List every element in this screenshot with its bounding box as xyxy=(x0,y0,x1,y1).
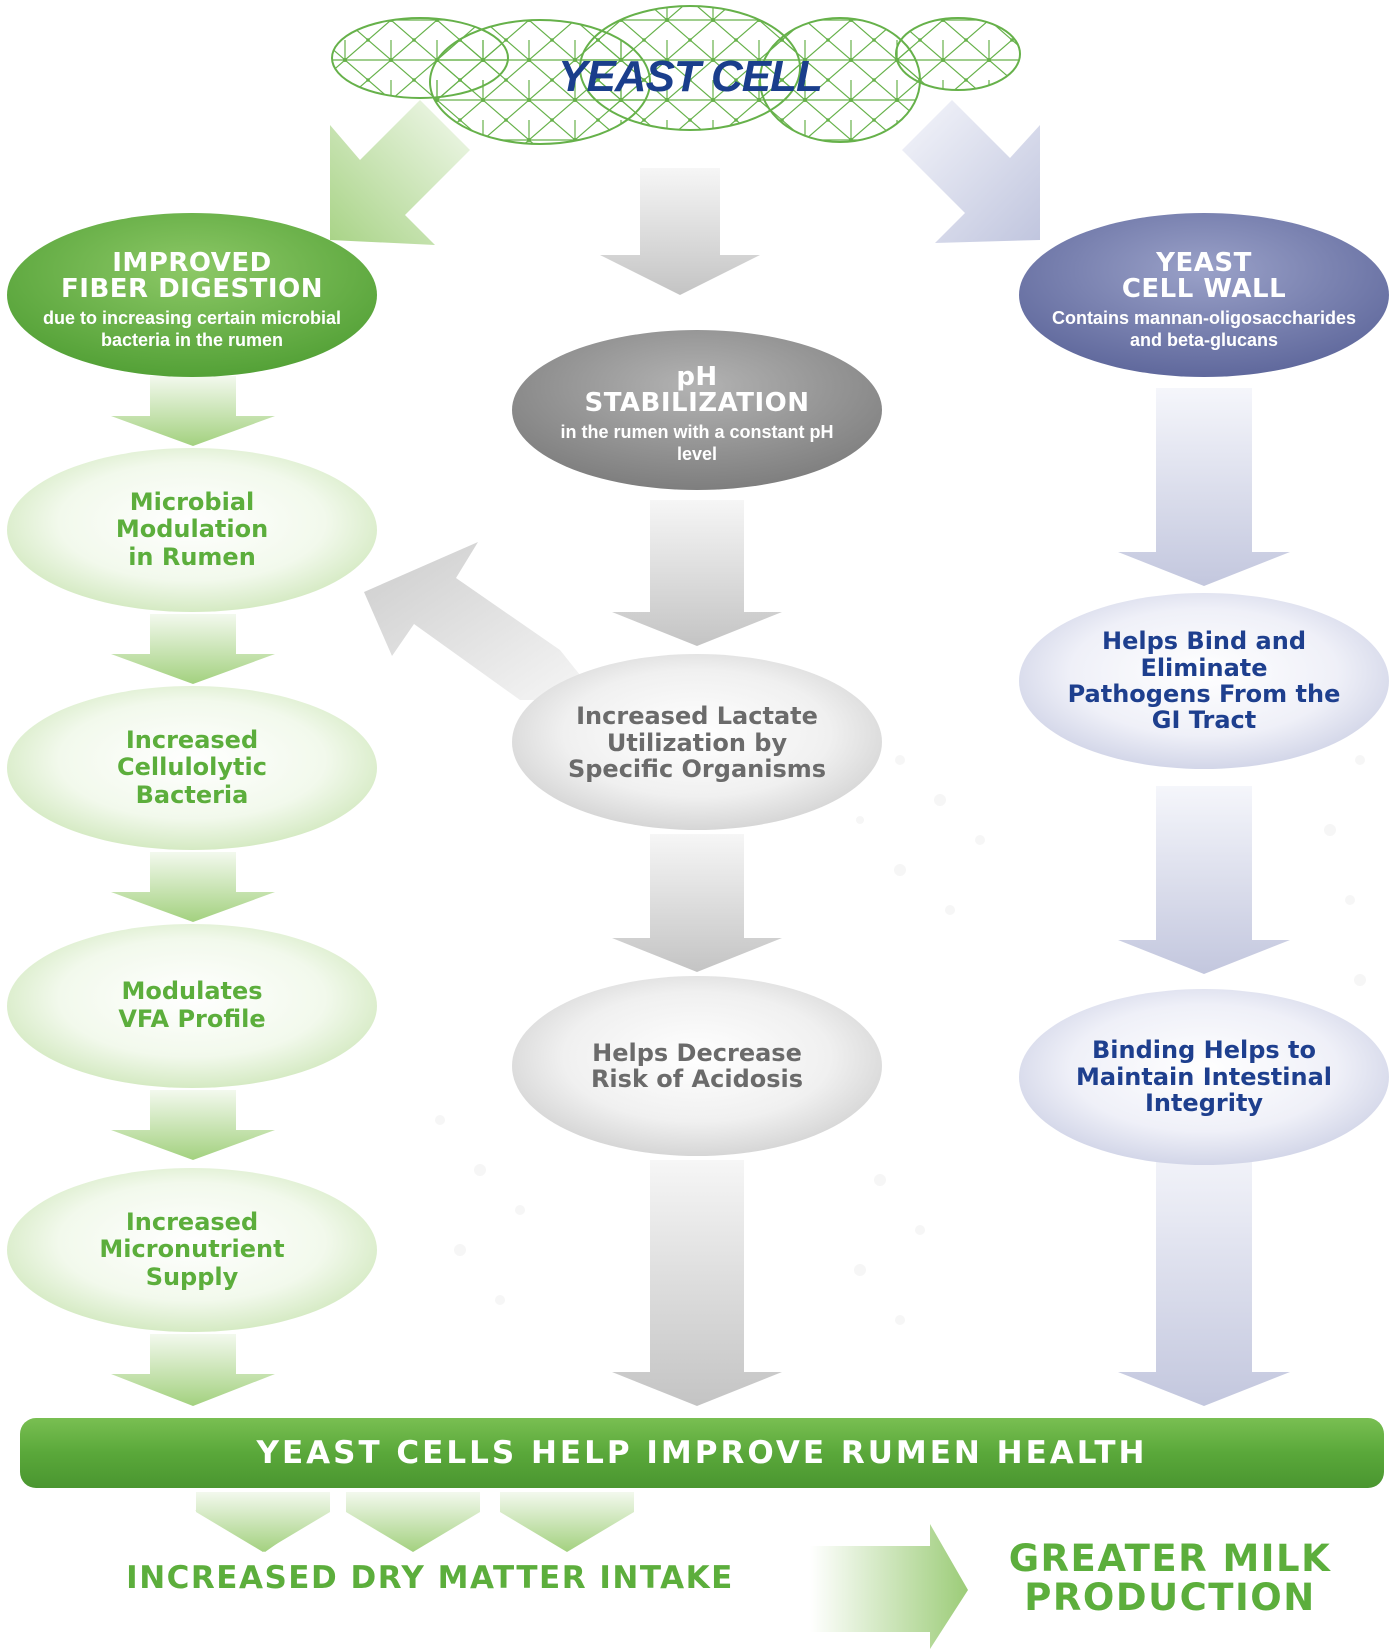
step-vfa-profile: Modulates VFA Profile xyxy=(7,936,377,1076)
step-lactate-utilization: Increased Lactate Utilization by Specifi… xyxy=(512,668,882,818)
diagonal-arrow-lactate xyxy=(364,542,600,700)
step-risk-of-acidosis: Helps Decrease Risk of Acidosis xyxy=(512,996,882,1136)
banner-label: YEAST CELLS HELP IMPROVE RUMEN HEALTH xyxy=(256,1435,1148,1471)
step-label: Modulates VFA Profile xyxy=(118,977,266,1033)
left-arrows xyxy=(111,376,275,1406)
bottom-arrows xyxy=(195,1492,634,1552)
diagonal-arrow-right xyxy=(902,100,1040,243)
right-arrows xyxy=(1118,388,1290,1406)
step-label: Helps Decrease Risk of Acidosis xyxy=(590,1038,804,1093)
step-label: Increased Lactate Utilization by Specifi… xyxy=(567,702,827,784)
milk-production-label: GREATER MILK PRODUCTION xyxy=(1008,1537,1332,1619)
diagonal-arrow-left xyxy=(330,100,470,245)
step-label: Increased Micronutrient Supply xyxy=(99,1207,285,1291)
step-intestinal-integrity: Binding Helps to Maintain Intestinal Int… xyxy=(1019,1002,1389,1152)
step-bind-pathogens: Helps Bind and Eliminate Pathogens From … xyxy=(1019,606,1389,756)
fiber-digestion-node: IMPROVED FIBER DIGESTION due to increasi… xyxy=(7,226,377,376)
yeast-cell-title: YEAST CELL xyxy=(558,52,823,101)
yeast-cell-wall-node: YEAST CELL WALL Contains mannan-oligosac… xyxy=(1019,226,1389,376)
oval-fiber-digestion xyxy=(7,213,377,377)
arrow-center-top xyxy=(600,168,760,295)
fiber-digestion-title: IMPROVED FIBER DIGESTION xyxy=(61,248,323,305)
ph-stabilization-title: pH STABILIZATION xyxy=(584,362,810,419)
oval-ph-stabilization xyxy=(512,330,882,490)
ph-stabilization-subtitle: in the rumen with a constant pH level xyxy=(560,422,834,464)
fiber-digestion-subtitle: due to increasing certain microbial bact… xyxy=(42,308,342,350)
step-label: Binding Helps to Maintain Intestinal Int… xyxy=(1076,1036,1332,1118)
arrow-to-milk xyxy=(810,1524,968,1649)
step-label: Increased Cellulolytic Bacteria xyxy=(117,725,267,809)
dry-matter-intake-label: INCREASED DRY MATTER INTAKE xyxy=(126,1560,734,1596)
step-micronutrient-supply: Increased Micronutrient Supply xyxy=(7,1180,377,1320)
step-label: Helps Bind and Eliminate Pathogens From … xyxy=(1067,627,1341,735)
yeast-cell-icon xyxy=(331,5,1021,145)
yeast-cell-wall-title: YEAST CELL WALL xyxy=(1121,248,1287,305)
yeast-cell-wall-subtitle: Contains mannan-oligosaccharides and bet… xyxy=(1051,308,1357,350)
step-microbial-modulation: Microbial Modulation in Rumen xyxy=(7,460,377,600)
ph-stabilization-node: pH STABILIZATION in the rumen with a con… xyxy=(512,340,882,490)
step-label: Microbial Modulation in Rumen xyxy=(115,487,269,571)
step-cellulolytic-bacteria: Increased Cellulolytic Bacteria xyxy=(7,698,377,838)
center-arrows xyxy=(612,500,782,1406)
oval-yeast-cell-wall xyxy=(1019,213,1389,377)
rumen-health-banner xyxy=(20,1418,1384,1488)
